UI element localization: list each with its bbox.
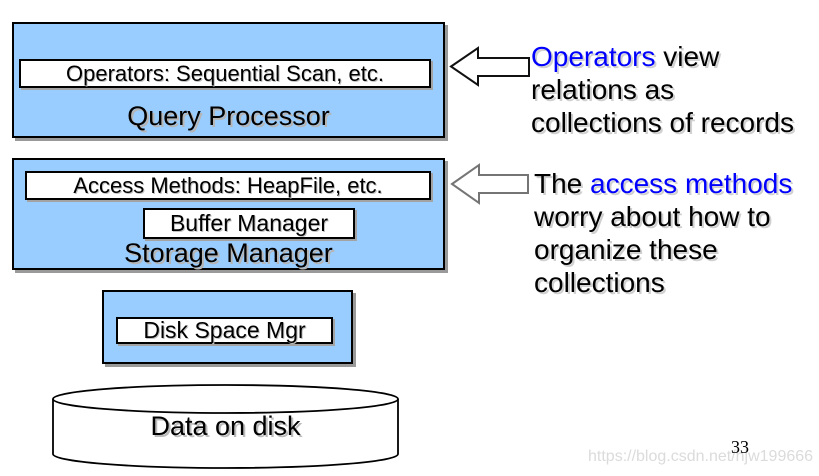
- operators-label: Operators: Sequential Scan, etc.: [66, 60, 384, 86]
- note-highlight: Operators: [531, 41, 656, 72]
- note-highlight: access methods: [590, 168, 793, 199]
- operators-box: Operators: Sequential Scan, etc.: [19, 59, 431, 88]
- storage-manager-title: Storage Manager: [124, 238, 333, 268]
- note-line: collections: [534, 267, 665, 298]
- left-block-arrow-icon: [450, 163, 529, 205]
- page-number: 33: [731, 437, 749, 457]
- data-on-disk-label: Data on disk: [150, 411, 301, 441]
- note-line: collections of records: [531, 107, 795, 138]
- note-text: view: [655, 41, 720, 72]
- note-operators: Operators view relations as collections …: [531, 40, 794, 139]
- note-line: The access methods: [534, 167, 792, 200]
- note-access-methods: The access methods worry about how to or…: [534, 167, 792, 299]
- note-line: relations as: [531, 74, 675, 105]
- note-line: Operators view: [531, 40, 794, 73]
- note-text: The: [534, 168, 591, 199]
- disk-space-mgr-box: Disk Space Mgr: [116, 317, 333, 344]
- disk-space-mgr-label: Disk Space Mgr: [143, 317, 306, 343]
- left-block-arrow-icon: [449, 46, 530, 87]
- query-processor-title: Query Processor: [127, 101, 330, 131]
- buffer-manager-box: Buffer Manager: [143, 208, 355, 239]
- access-methods-label: Access Methods: HeapFile, etc.: [73, 172, 383, 198]
- cylinder-icon: [52, 384, 399, 469]
- note-line: organize these: [534, 234, 718, 265]
- buffer-manager-label: Buffer Manager: [169, 210, 329, 236]
- access-methods-box: Access Methods: HeapFile, etc.: [25, 171, 431, 200]
- note-line: worry about how to: [534, 201, 771, 232]
- watermark: https://blog.csdn.net/hjw199666: [588, 448, 814, 465]
